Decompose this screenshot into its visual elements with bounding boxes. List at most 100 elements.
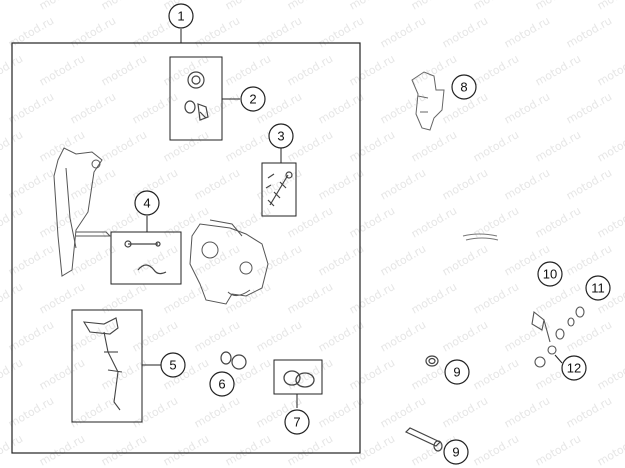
callout-8: 8 (451, 74, 477, 100)
watermark-text: motod.ru (0, 432, 25, 468)
caliper-body-drawing (189, 219, 269, 305)
part-3-box (261, 162, 297, 217)
watermark-text: motod.ru (68, 166, 118, 202)
callout-6: 6 (209, 371, 235, 397)
watermark-text: motod.ru (99, 432, 149, 468)
watermark-text: motod.ru (502, 90, 552, 126)
watermark-text: motod.ru (37, 356, 87, 392)
watermark-text: motod.ru (595, 432, 625, 468)
watermark-text: motod.ru (471, 204, 521, 240)
watermark-text: motod.ru (285, 432, 335, 468)
watermark-text: motod.ru (533, 432, 583, 468)
watermark-text: motod.ru (564, 242, 614, 278)
callout-11: 11 (585, 275, 611, 301)
watermark-text: motod.ru (6, 14, 56, 50)
callout-9-lower: 9 (443, 439, 469, 465)
part-9a-drawing (425, 355, 439, 367)
watermark-text: motod.ru (347, 356, 397, 392)
watermark-text: motod.ru (130, 90, 180, 126)
watermark-text: motod.ru (37, 52, 87, 88)
watermark-text: motod.ru (409, 52, 459, 88)
callout-12-label: 12 (567, 361, 581, 376)
part-5-drawing (82, 317, 123, 411)
callout-8-label: 8 (460, 80, 467, 95)
part-9b-drawing (404, 427, 443, 452)
watermark-text: motod.ru (440, 394, 490, 430)
part-6-drawing (220, 351, 247, 370)
watermark-text: motod.ru (378, 318, 428, 354)
watermark-text: motod.ru (409, 0, 459, 13)
watermark-text: motod.ru (68, 14, 118, 50)
watermark-text: motod.ru (409, 204, 459, 240)
watermark-text: motod.ru (595, 128, 625, 164)
watermark-text: motod.ru (471, 280, 521, 316)
watermark-text: motod.ru (440, 318, 490, 354)
watermark-text: motod.ru (99, 52, 149, 88)
callout-1-label: 1 (177, 9, 184, 24)
watermark-text: motod.ru (37, 0, 87, 13)
watermark-text: motod.ru (409, 128, 459, 164)
callout-12: 12 (561, 355, 587, 381)
watermark-text: motod.ru (285, 204, 335, 240)
watermark-text: motod.ru (316, 90, 366, 126)
callout-9-lower-label: 9 (452, 445, 459, 460)
watermark-text: motod.ru (316, 242, 366, 278)
callout-11-label: 11 (591, 281, 605, 296)
watermark-text: motod.ru (347, 128, 397, 164)
watermark-text: motod.ru (502, 166, 552, 202)
watermark-text: motod.ru (68, 394, 118, 430)
watermark-text: motod.ru (223, 128, 273, 164)
watermark-text: motod.ru (37, 280, 87, 316)
watermark-text: motod.ru (595, 52, 625, 88)
callout-3: 3 (268, 123, 294, 149)
watermark-text: motod.ru (6, 394, 56, 430)
watermark-text: motod.ru (130, 394, 180, 430)
watermark-text: motod.ru (440, 14, 490, 50)
callout-4: 4 (134, 190, 160, 216)
watermark-text: motod.ru (223, 432, 273, 468)
watermark-text: motod.ru (440, 242, 490, 278)
watermark-text: motod.ru (378, 166, 428, 202)
callout-9-upper-label: 9 (453, 365, 460, 380)
watermark-text: motod.ru (347, 0, 397, 13)
watermark-text: motod.ru (68, 318, 118, 354)
callout-5-label: 5 (169, 358, 176, 373)
watermark-text: motod.ru (564, 394, 614, 430)
callout-4-label: 4 (143, 196, 150, 211)
watermark-text: motod.ru (130, 318, 180, 354)
watermark-text: motod.ru (161, 432, 211, 468)
watermark-text: motod.ru (223, 52, 273, 88)
watermark-text: motod.ru (409, 280, 459, 316)
watermark-text: motod.ru (347, 204, 397, 240)
watermark-text: motod.ru (378, 14, 428, 50)
watermark-text: motod.ru (564, 318, 614, 354)
callout-9-upper: 9 (444, 359, 470, 385)
watermark-text: motod.ru (471, 52, 521, 88)
watermark-text: motod.ru (130, 242, 180, 278)
watermark-text: motod.ru (378, 394, 428, 430)
watermark-text: motod.ru (316, 394, 366, 430)
watermark-text: motod.ru (533, 204, 583, 240)
watermark-text: motod.ru (471, 128, 521, 164)
watermark-text: motod.ru (471, 432, 521, 468)
watermark-text: motod.ru (223, 280, 273, 316)
watermark-text: motod.ru (0, 356, 25, 392)
callout-7-label: 7 (293, 415, 300, 430)
watermark-text: motod.ru (533, 52, 583, 88)
assembly-frame (11, 42, 361, 454)
watermark-text: motod.ru (254, 14, 304, 50)
watermark-text: motod.ru (378, 90, 428, 126)
brake-line-drawing (462, 233, 499, 241)
callout-7: 7 (284, 409, 310, 435)
watermark-text: motod.ru (595, 356, 625, 392)
watermark-text: motod.ru (99, 0, 149, 13)
watermark-text: motod.ru (0, 204, 25, 240)
watermark-text: motod.ru (37, 432, 87, 468)
part-3-drawing (265, 171, 293, 207)
callout-5: 5 (160, 352, 186, 378)
watermark-text: motod.ru (0, 280, 25, 316)
callout-6-label: 6 (218, 377, 225, 392)
caliper-bracket-drawing (53, 147, 112, 277)
watermark-text: motod.ru (502, 394, 552, 430)
